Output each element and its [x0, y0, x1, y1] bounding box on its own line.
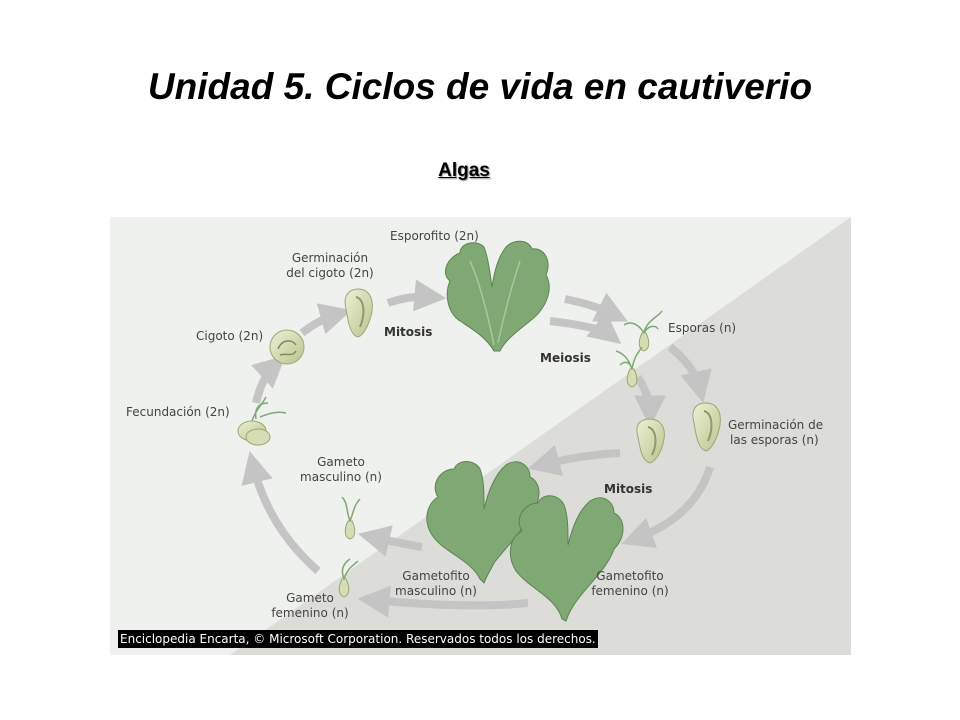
- arrow-meiosis-down: [633, 374, 666, 428]
- image-credit: Enciclopedia Encarta, © Microsoft Corpor…: [118, 630, 598, 648]
- gameto-femenino-cell: [338, 558, 359, 598]
- label-gameto-masculino-line1: Gameto: [317, 455, 365, 469]
- cycle-arrows: [241, 279, 714, 618]
- label-gameto-femenino-line1: Gameto: [286, 591, 334, 605]
- label-gametofito-masculino-line1: Gametofito: [402, 569, 470, 583]
- label-gametofito-femenino-line1: Gametofito: [596, 569, 664, 583]
- process-mitosis-bottom: Mitosis: [604, 482, 653, 496]
- fecundacion-cell: [237, 396, 287, 446]
- process-meiosis: Meiosis: [540, 351, 591, 365]
- life-cycle-diagram: Esporofito (2n) Germinación del cigoto (…: [110, 217, 851, 655]
- label-germinacion-cigoto-line1: Germinación: [291, 251, 369, 265]
- arrow-germ-to-esporofito: [386, 279, 447, 312]
- label-gameto-femenino-line2: femenino (n): [271, 606, 349, 620]
- germ-esporas-cells: [636, 402, 721, 464]
- arrow-esporofito-to-meiosis: [549, 311, 622, 344]
- arrow-germ-to-gametofito-fem: [621, 465, 714, 548]
- label-gametofito-femenino-line2: femenino (n): [591, 584, 669, 598]
- arrow-cigoto-to-germ: [299, 303, 352, 337]
- arrow-gametofito-to-gameto-fem: [357, 585, 529, 618]
- label-cigoto: Cigoto (2n): [196, 329, 264, 343]
- esporofito-plant: [445, 240, 550, 352]
- process-mitosis-top: Mitosis: [384, 325, 433, 339]
- slide-subtitle: Algas: [438, 160, 490, 181]
- arrow-gametofito-to-gameto-masc: [357, 525, 423, 557]
- arrow-to-left-gametofito: [528, 445, 621, 476]
- cigoto-cell: [269, 329, 305, 365]
- esporas-cells: [615, 310, 663, 388]
- label-germinacion-esporas-line2: las esporas (n): [730, 433, 819, 447]
- arrow-esporas-to-germ-right: [667, 343, 712, 404]
- germ-cigoto-cell: [344, 288, 373, 338]
- gametofito-femenino-plant: [509, 495, 624, 622]
- gameto-masculino-cell: [341, 496, 361, 540]
- label-gametofito-masculino-line2: masculino (n): [395, 584, 477, 598]
- arrow-gametos-to-fecundacion: [241, 451, 321, 575]
- arrow-fecundacion-to-cigoto: [251, 355, 286, 404]
- label-esporas: Esporas (n): [668, 321, 737, 335]
- slide-title: Unidad 5. Ciclos de vida en cautiverio: [147, 66, 813, 107]
- label-fecundacion: Fecundación (2n): [126, 405, 230, 419]
- diagram-canvas: [110, 217, 851, 655]
- label-germinacion-cigoto-line2: del cigoto (2n): [286, 266, 374, 280]
- label-gameto-masculino-line2: masculino (n): [300, 470, 382, 484]
- label-germinacion-esporas-line1: Germinación de: [728, 418, 824, 432]
- label-esporofito: Esporofito (2n): [390, 229, 479, 243]
